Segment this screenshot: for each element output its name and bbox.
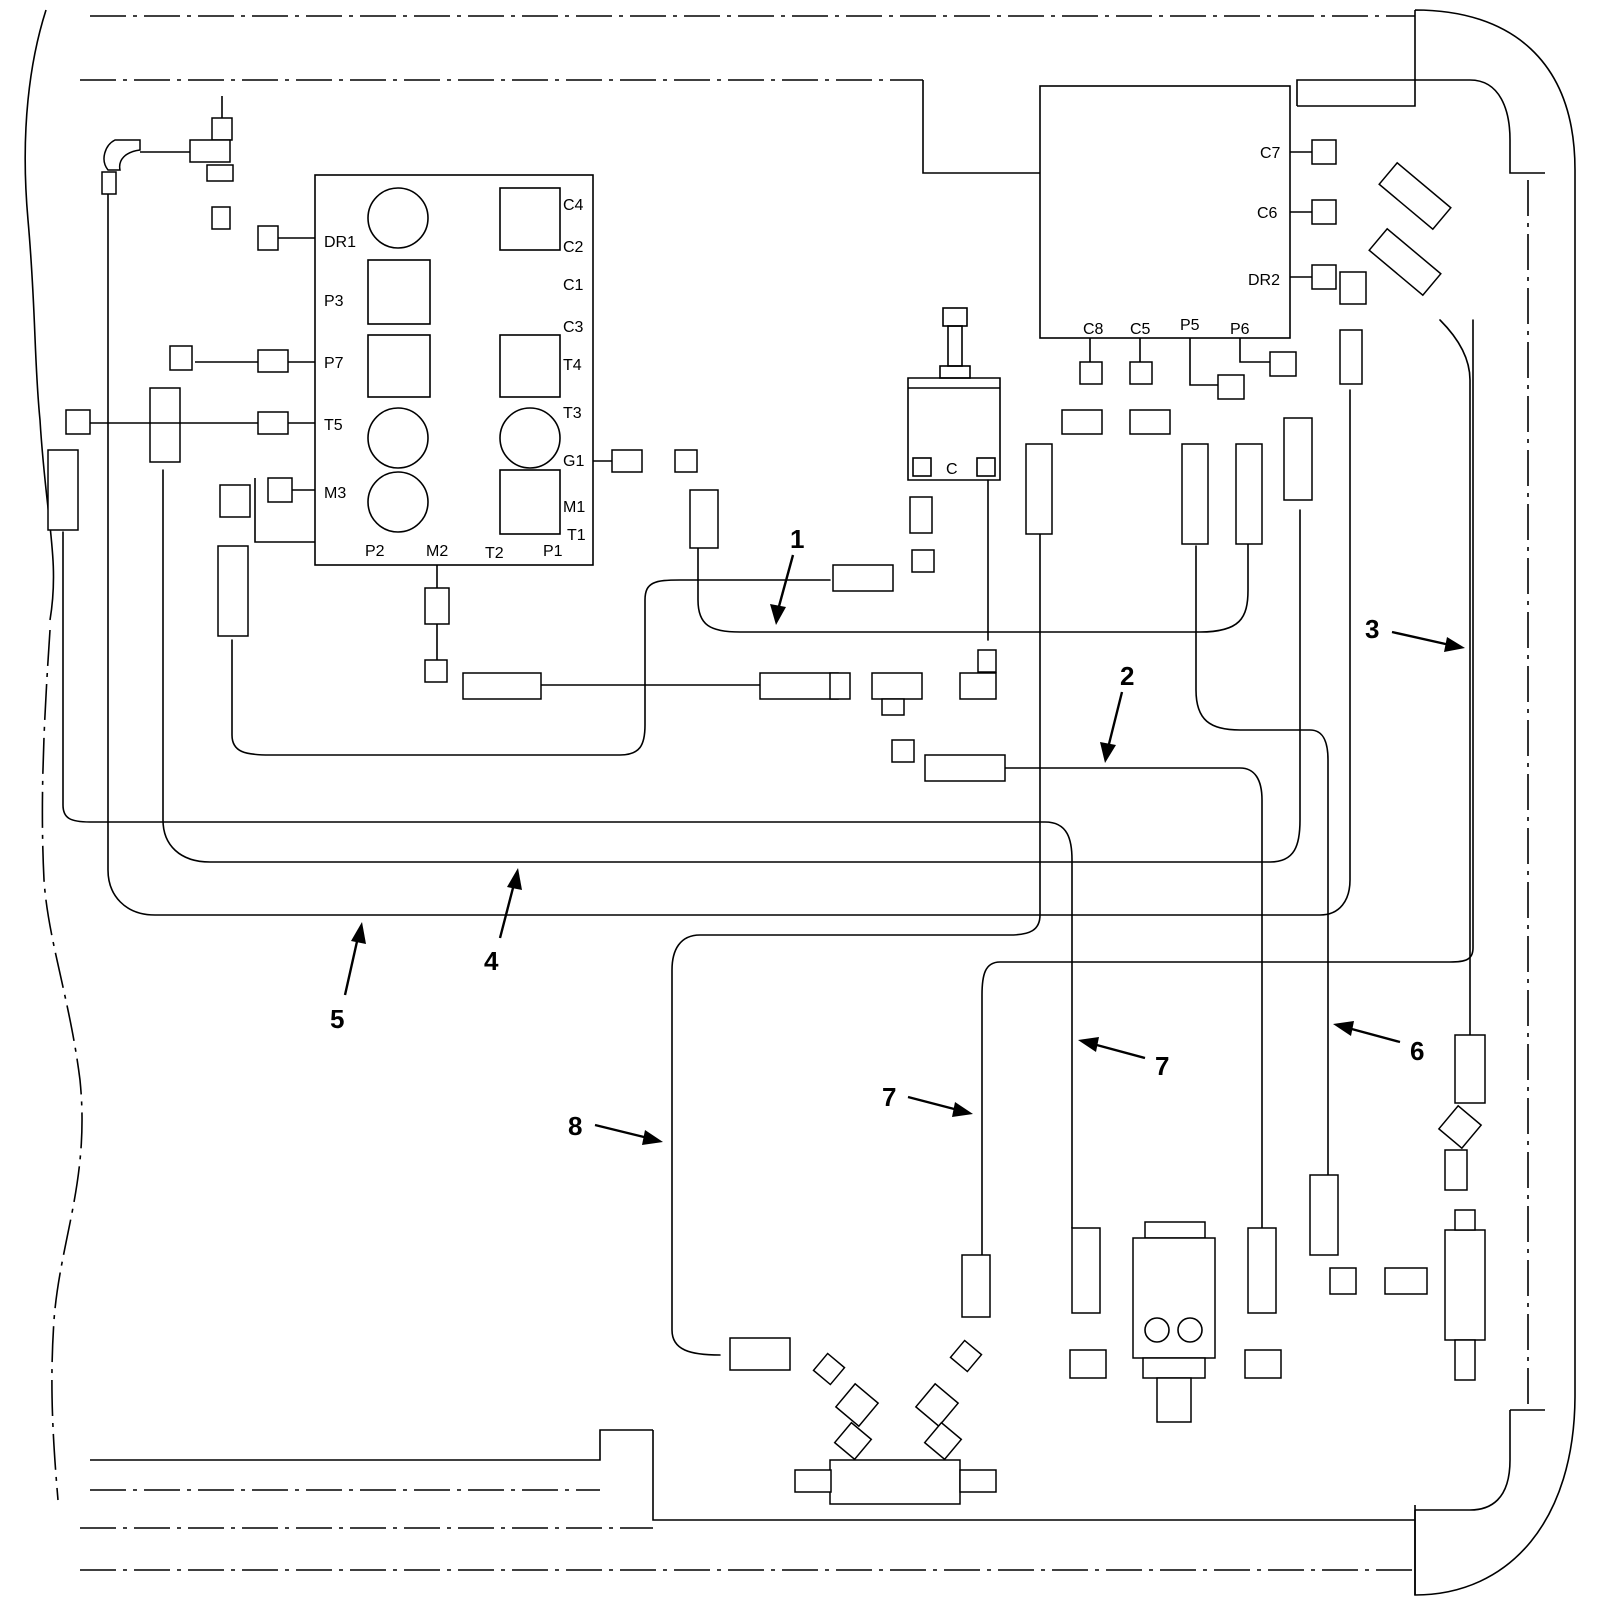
svg-text:2: 2 [1120, 661, 1134, 691]
callout-7-lower: 7 [1078, 1037, 1169, 1081]
pressure-switch [907, 307, 1001, 481]
svg-text:3: 3 [1365, 614, 1379, 644]
svg-text:7: 7 [1155, 1051, 1169, 1081]
callout-4: 1 [770, 524, 804, 625]
callout-6: 5 [330, 922, 366, 1034]
valve-port-labels: C4 C2 C1 C3 T4 T3 G1 M1 T1 DR1 P3 P7 T5 … [324, 197, 586, 562]
port-label: M3 [324, 485, 346, 502]
port-label: C8 [1083, 321, 1104, 338]
valve-block [314, 174, 594, 566]
port-label: T2 [485, 545, 504, 562]
callout-5: 4 [484, 868, 522, 976]
svg-text:1: 1 [790, 524, 804, 554]
port-label: C6 [1257, 205, 1278, 222]
port-label: DR2 [1248, 272, 1280, 289]
port-label: C5 [1130, 321, 1151, 338]
port-label: P6 [1230, 321, 1250, 338]
port-label: T3 [563, 405, 582, 422]
port-label: P7 [324, 355, 344, 372]
port-label: T4 [563, 357, 582, 374]
callout-7-upper: 2 [1100, 661, 1134, 763]
port-label: M2 [426, 543, 448, 560]
callout-8: 8 [568, 1111, 663, 1145]
callout-1: 6 [1333, 1021, 1424, 1066]
svg-text:8: 8 [568, 1111, 582, 1141]
port-label: C7 [1260, 145, 1281, 162]
svg-text:6: 6 [1410, 1036, 1424, 1066]
port-label: C4 [563, 197, 584, 214]
port-label: T5 [324, 417, 343, 434]
svg-text:7: 7 [882, 1082, 896, 1112]
port-label: P3 [324, 293, 344, 310]
port-label: P2 [365, 543, 385, 560]
port-label: P5 [1180, 317, 1200, 334]
fittings [47, 96, 1486, 1505]
callout-2: 3 [1365, 614, 1465, 652]
frame-outline [24, 9, 1576, 1596]
callouts: 1 2 3 4 5 6 7 [330, 524, 1465, 1145]
port-label: C1 [563, 277, 584, 294]
port-label: M1 [563, 499, 585, 516]
hose-lines [62, 179, 1474, 1356]
port-label: DR1 [324, 234, 356, 251]
svg-text:5: 5 [330, 1004, 344, 1034]
port-label: C3 [563, 319, 584, 336]
manifold-port-labels: C7 C6 DR2 C8 C5 P5 P6 [1083, 145, 1281, 338]
port-label: T1 [567, 527, 586, 544]
port-label: C2 [563, 239, 584, 256]
switch-label: C [946, 461, 958, 478]
manifold-block [1039, 85, 1291, 339]
port-label: G1 [563, 453, 584, 470]
svg-text:4: 4 [484, 946, 499, 976]
port-label: P1 [543, 543, 563, 560]
callout-3: 7 [882, 1082, 973, 1117]
